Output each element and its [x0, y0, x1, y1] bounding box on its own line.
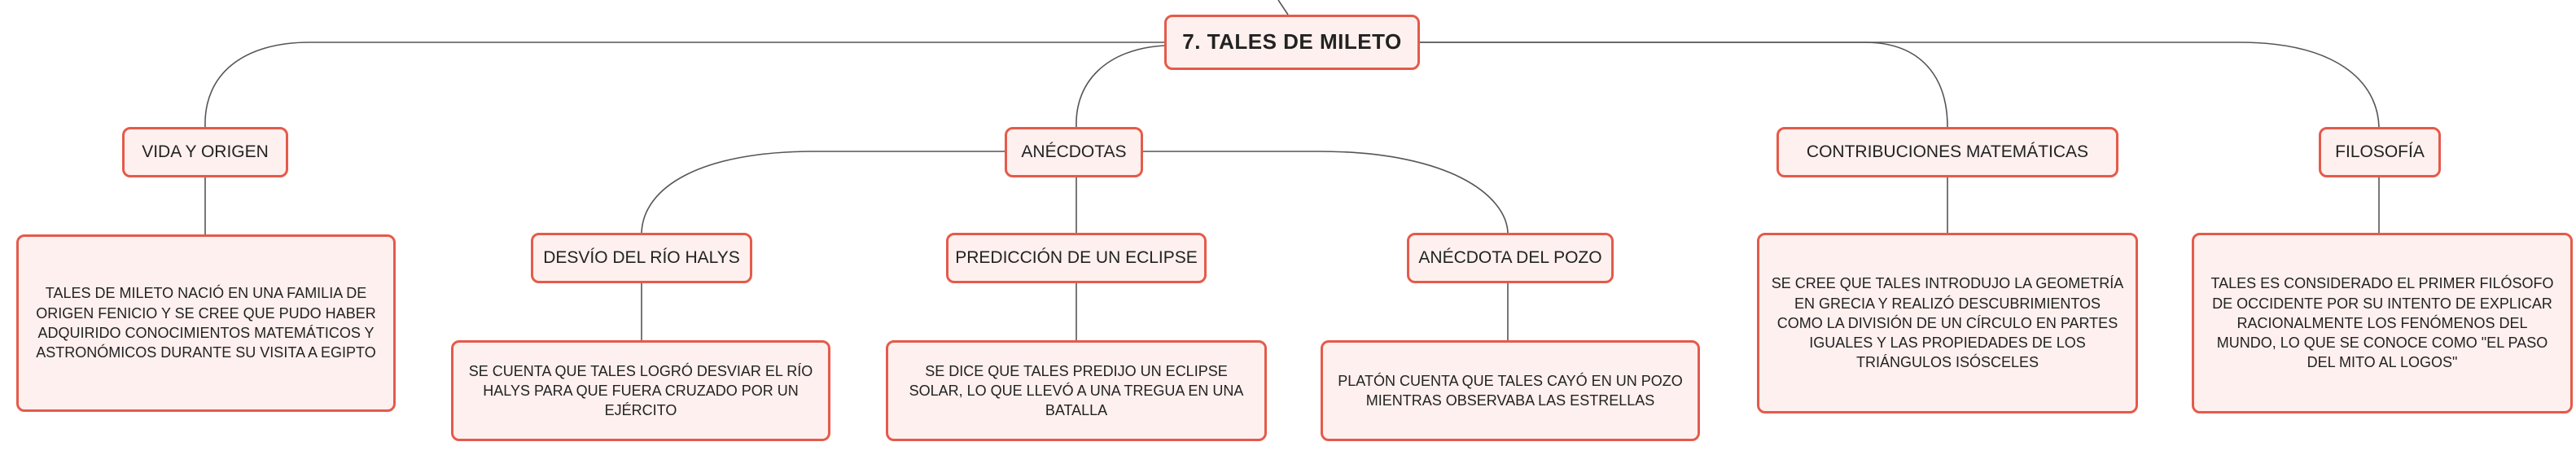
- branch-label: FILOSOFÍA: [2335, 142, 2425, 161]
- leaf-contribuciones-matematicas[interactable]: SE CREE QUE TALES INTRODUJO LA GEOMETRÍA…: [1757, 233, 2138, 413]
- leaf-text: TALES ES CONSIDERADO EL PRIMER FILÓSOFO …: [2210, 275, 2554, 371]
- leaf-anecdota-del-pozo[interactable]: PLATÓN CUENTA QUE TALES CAYÓ EN UN POZO …: [1321, 340, 1700, 441]
- connector-anecdotas-halys: [641, 151, 1005, 234]
- branch-filosofia[interactable]: FILOSOFÍA: [2319, 127, 2441, 177]
- leaf-text: SE CREE QUE TALES INTRODUJO LA GEOMETRÍA…: [1771, 275, 2124, 371]
- leaf-filosofia[interactable]: TALES ES CONSIDERADO EL PRIMER FILÓSOFO …: [2192, 233, 2573, 413]
- leaf-vida-y-origen[interactable]: TALES DE MILETO NACIÓ EN UNA FAMILIA DE …: [16, 234, 396, 412]
- leaf-text: SE CUENTA QUE TALES LOGRÓ DESVIAR EL RÍO…: [468, 362, 813, 419]
- leaf-desvio-del-rio-halys[interactable]: SE CUENTA QUE TALES LOGRÓ DESVIAR EL RÍO…: [451, 340, 830, 441]
- connector-root-contribuciones: [1420, 42, 1948, 128]
- root-node[interactable]: 7. TALES DE MILETO: [1164, 15, 1420, 70]
- branch-contribuciones-matematicas[interactable]: CONTRIBUCIONES MATEMÁTICAS: [1776, 127, 2118, 177]
- connector-root-vida: [204, 42, 1164, 128]
- connector-parent-root: [1277, 0, 1289, 15]
- sub-desvio-del-rio-halys[interactable]: DESVÍO DEL RÍO HALYS: [531, 233, 752, 283]
- root-label: 7. TALES DE MILETO: [1182, 29, 1402, 55]
- connector-root-filosofia: [1420, 42, 2380, 128]
- connector-anecdotas-pozo: [1143, 151, 1509, 234]
- leaf-text: SE DICE QUE TALES PREDIJO UN ECLIPSE SOL…: [909, 362, 1244, 419]
- sub-label: ANÉCDOTA DEL POZO: [1418, 247, 1602, 267]
- branch-label: VIDA Y ORIGEN: [142, 142, 269, 161]
- branch-anecdotas[interactable]: ANÉCDOTAS: [1005, 127, 1143, 177]
- sub-prediccion-de-un-eclipse[interactable]: PREDICCIÓN DE UN ECLIPSE: [946, 233, 1207, 283]
- sub-anecdota-del-pozo[interactable]: ANÉCDOTA DEL POZO: [1407, 233, 1614, 283]
- sub-label: PREDICCIÓN DE UN ECLIPSE: [955, 247, 1198, 267]
- branch-label: ANÉCDOTAS: [1021, 142, 1127, 161]
- sub-label: DESVÍO DEL RÍO HALYS: [543, 247, 740, 267]
- leaf-prediccion-de-un-eclipse[interactable]: SE DICE QUE TALES PREDIJO UN ECLIPSE SOL…: [886, 340, 1267, 441]
- branch-vida-y-origen[interactable]: VIDA Y ORIGEN: [122, 127, 288, 177]
- connector-root-anecdotas: [1076, 45, 1165, 128]
- leaf-text: PLATÓN CUENTA QUE TALES CAYÓ EN UN POZO …: [1338, 372, 1683, 409]
- branch-label: CONTRIBUCIONES MATEMÁTICAS: [1806, 142, 2089, 161]
- leaf-text: TALES DE MILETO NACIÓ EN UNA FAMILIA DE …: [36, 285, 376, 361]
